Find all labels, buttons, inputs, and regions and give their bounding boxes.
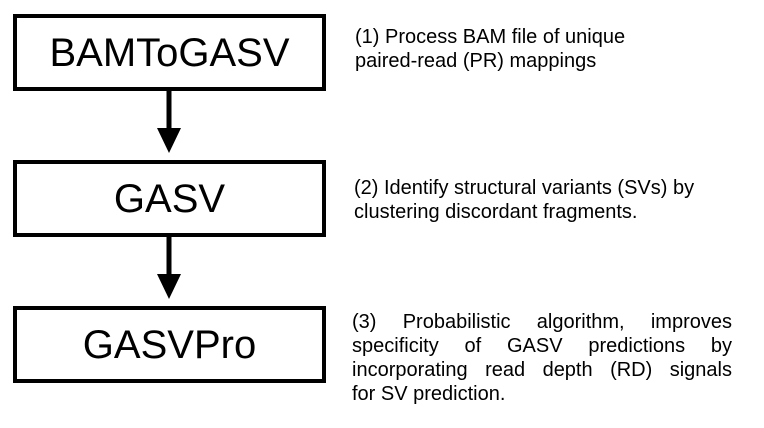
stage-box-gasv: GASV (13, 160, 326, 237)
stage-description-bamtogasv: (1) Process BAM file of unique paired-re… (355, 25, 625, 73)
stage-label-gasvpro: GASVPro (82, 322, 257, 367)
stage-description-gasv: (2) Identify structural variants (SVs) b… (354, 176, 694, 224)
stage-label-bamtogasv: BAMToGASV (49, 30, 290, 75)
stage-label-gasv: GASV (113, 176, 226, 221)
arrow-1-to-2 (157, 91, 181, 153)
description-line: (3) Probabilistic algorithm, improves (352, 311, 732, 333)
stage-box-bamtogasv: BAMToGASV (13, 14, 326, 91)
arrow-2-to-3 (157, 237, 181, 299)
description-line: (1) Process BAM file of unique (355, 26, 626, 48)
description-line: paired-read (PR) mappings (355, 50, 597, 72)
stage-description-gasvpro: (3) Probabilistic algorithm, improves sp… (352, 310, 732, 406)
stage-box-gasvpro: GASVPro (13, 306, 326, 383)
description-line: clustering discordant fragments. (354, 201, 638, 223)
description-line: incorporating read depth (RD) signals (352, 359, 732, 381)
description-line: (2) Identify structural variants (SVs) b… (354, 177, 695, 199)
description-line: for SV prediction. (352, 383, 506, 405)
description-line: specificity of GASV predictions by (352, 335, 732, 357)
